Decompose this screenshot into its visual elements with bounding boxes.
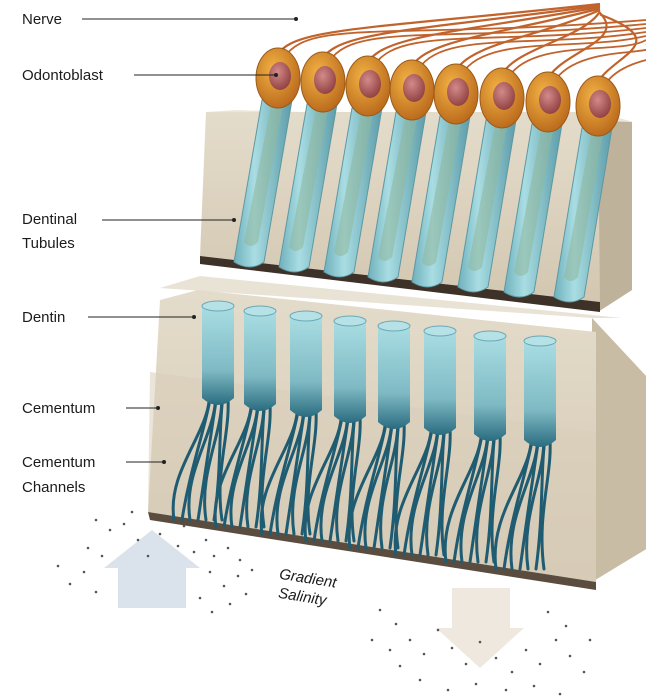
- salt-particle: [123, 523, 126, 526]
- lower-tubule: [378, 326, 410, 429]
- salt-particle: [251, 569, 254, 572]
- cementum-channels-leader-dot: [162, 460, 166, 464]
- salt-particle: [177, 545, 180, 548]
- salt-particle: [87, 547, 90, 550]
- salt-particle: [555, 639, 558, 642]
- salt-particle: [147, 555, 150, 558]
- salt-particle: [245, 593, 248, 596]
- salt-particle: [583, 671, 586, 674]
- lower-tubule: [244, 311, 276, 411]
- nerve-leader-dot: [294, 17, 298, 21]
- salt-particle: [465, 663, 468, 666]
- dentinal-tubules-label-line1: Dentinal: [22, 211, 77, 228]
- lower-tubule: [202, 306, 234, 405]
- salt-particle: [193, 551, 196, 554]
- salt-particle: [213, 555, 216, 558]
- salt-particle: [379, 609, 382, 612]
- nerve-fiber: [508, 40, 646, 78]
- salt-particle: [559, 693, 562, 696]
- salt-particle: [589, 639, 592, 642]
- salt-particle: [565, 625, 568, 628]
- salt-particle: [95, 519, 98, 522]
- salt-particle: [437, 629, 440, 632]
- lower-tubule: [474, 336, 506, 441]
- salinity-arrow-up: [104, 530, 200, 608]
- salt-particle: [131, 511, 134, 514]
- odontoblast-cell: [526, 72, 570, 132]
- salt-particle: [389, 649, 392, 652]
- lower-tubule: [290, 316, 322, 417]
- salt-particle: [525, 649, 528, 652]
- salt-particle: [447, 689, 450, 692]
- odontoblast-label: Odontoblast: [22, 67, 104, 84]
- salt-particle: [69, 583, 72, 586]
- salt-particle: [419, 679, 422, 682]
- dentinal-tubules-leader-dot: [232, 218, 236, 222]
- salt-particle: [533, 685, 536, 688]
- salt-particle: [475, 683, 478, 686]
- dentin-label: Dentin: [22, 309, 65, 326]
- dentinal-tubules-label-line2: Tubules: [22, 235, 75, 252]
- salt-particle: [479, 641, 482, 644]
- dentin-leader-dot: [192, 315, 196, 319]
- salt-particle: [409, 639, 412, 642]
- salt-particle: [569, 655, 572, 658]
- cementum-label: Cementum: [22, 400, 95, 417]
- salinity-arrow-down: [436, 588, 524, 668]
- salt-particle: [511, 671, 514, 674]
- salt-particle: [495, 657, 498, 660]
- salt-particle: [395, 623, 398, 626]
- salt-particle: [109, 529, 112, 532]
- odontoblast-leader-dot: [274, 73, 278, 77]
- odontoblast-cell: [480, 68, 524, 128]
- salt-particle: [209, 571, 212, 574]
- salt-particle: [183, 525, 186, 528]
- arrow-up-icon: [104, 530, 200, 608]
- label-odontoblast: Odontoblast: [22, 67, 278, 84]
- lower-tubule: [524, 341, 556, 447]
- gradient-salinity-label: Gradient Salinity: [275, 566, 338, 611]
- salt-particle: [211, 611, 214, 614]
- label-cementum: Cementum: [22, 400, 160, 417]
- salt-particle: [423, 653, 426, 656]
- odontoblast-cell: [256, 48, 300, 108]
- salt-particle: [95, 591, 98, 594]
- salt-particle: [371, 639, 374, 642]
- salt-particle: [57, 565, 60, 568]
- arrow-down-icon: [436, 588, 524, 668]
- nerve-label: Nerve: [22, 11, 62, 28]
- salt-particle: [205, 539, 208, 542]
- salt-particle: [223, 585, 226, 588]
- salt-particle: [83, 571, 86, 574]
- cementum-channels-label-line1: Cementum: [22, 454, 95, 471]
- salt-particle: [547, 611, 550, 614]
- lower-tubule: [334, 321, 366, 423]
- salt-particle: [451, 647, 454, 650]
- cementum-leader-dot: [156, 406, 160, 410]
- odontoblast-cell: [301, 52, 345, 112]
- salt-particle: [199, 597, 202, 600]
- odontoblast-cell: [576, 76, 620, 136]
- cementum-channels-label-line2: Channels: [22, 479, 85, 496]
- salt-particle: [159, 533, 162, 536]
- salt-particle: [229, 603, 232, 606]
- salt-particle: [239, 559, 242, 562]
- odontoblast-cell: [390, 60, 434, 120]
- salt-particle: [237, 575, 240, 578]
- salt-particle: [505, 689, 508, 692]
- salt-particle: [227, 547, 230, 550]
- lower-block-side: [592, 318, 646, 582]
- salt-particle: [137, 539, 140, 542]
- salt-particle: [399, 665, 402, 668]
- lower-tubule: [424, 331, 456, 435]
- odontoblast-cell: [346, 56, 390, 116]
- salt-particle: [539, 663, 542, 666]
- salt-particle: [101, 555, 104, 558]
- odontoblast-cell: [434, 64, 478, 124]
- label-cementum-channels: Cementum Channels: [22, 454, 166, 496]
- label-nerve: Nerve: [22, 11, 298, 28]
